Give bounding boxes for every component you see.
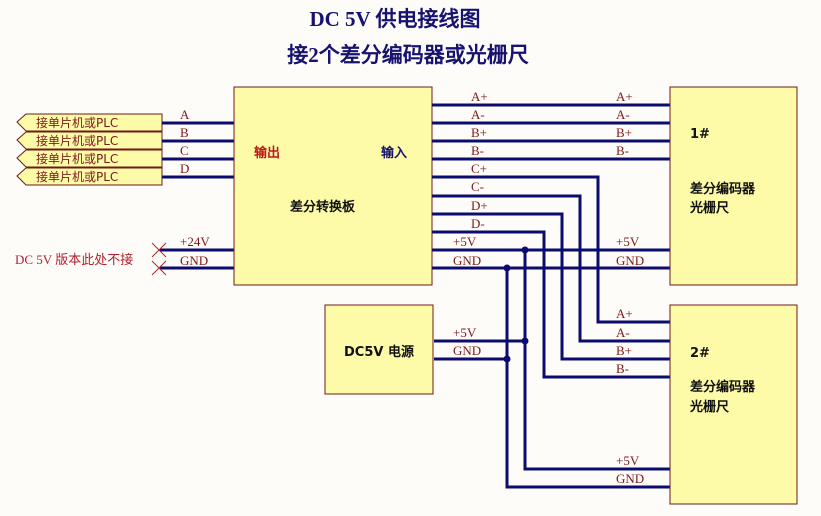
converter-box xyxy=(233,86,433,286)
conv-pin-c-minus: C- xyxy=(471,179,484,194)
conv-pin-gnd: GND xyxy=(453,253,481,268)
mcu-port-d: 接单片机或PLC xyxy=(16,167,163,186)
conv-pin-d-plus: D+ xyxy=(471,198,488,213)
psu-pin-5v: +5V xyxy=(453,325,477,340)
title-line-2: 接2个差分编码器或光栅尺 xyxy=(287,43,529,67)
enc1-pin-5v: +5V xyxy=(616,234,640,249)
unused-power-note: DC 5V 版本此处不接 xyxy=(15,252,133,267)
encoder-2-id: 2# xyxy=(690,346,710,361)
junctions xyxy=(503,246,529,363)
conv-pin-5v: +5V xyxy=(453,234,477,249)
junction-dot xyxy=(521,246,529,254)
output-label: 输出 xyxy=(254,145,280,161)
enc2-pin-5v: +5V xyxy=(616,453,640,468)
mcu-port-a: 接单片机或PLC xyxy=(16,113,163,132)
encoder-2: 2# 差分编码器 光栅尺 xyxy=(669,304,798,505)
port-label: 接单片机或PLC xyxy=(36,133,118,148)
conv-pin-b-plus: B+ xyxy=(471,125,487,140)
enc2-pin-gnd: GND xyxy=(616,471,644,486)
port-label: 接单片机或PLC xyxy=(36,169,118,184)
encoder-2-box xyxy=(669,304,798,505)
enc2-pin-b-plus: B+ xyxy=(616,343,632,358)
junction-dot xyxy=(503,264,511,272)
encoder-1: 1# 差分编码器 光栅尺 xyxy=(669,86,798,286)
encoder-1-id: 1# xyxy=(690,127,710,142)
conv-pin-b-minus: B- xyxy=(471,143,484,158)
enc2-pin-b-minus: B- xyxy=(616,361,629,376)
port-label: 接单片机或PLC xyxy=(36,115,118,130)
power-supply: DC5V 电源 xyxy=(324,304,434,395)
signal-label-a: A xyxy=(180,107,190,122)
power-supply-box xyxy=(324,304,434,395)
no-connect-icon xyxy=(151,242,167,258)
enc1-pin-b-plus: B+ xyxy=(616,125,632,140)
conv-pin-a-plus: A+ xyxy=(471,89,488,104)
signal-label-c: C xyxy=(180,143,189,158)
output-wires xyxy=(160,121,234,270)
converter-name: 差分转换板 xyxy=(290,199,356,215)
junction-dot xyxy=(503,355,511,363)
enc2-pin-a-minus: A- xyxy=(616,325,630,340)
wire-5v-enc2 xyxy=(523,250,670,471)
psu-pin-gnd: GND xyxy=(453,343,481,358)
power-supply-name: DC5V 电源 xyxy=(344,344,414,360)
junction-dot xyxy=(521,337,529,345)
encoder-1-box xyxy=(669,86,798,286)
input-label: 输入 xyxy=(381,145,407,161)
encoder-1-name-line2: 光栅尺 xyxy=(689,200,729,216)
enc1-pin-a-minus: A- xyxy=(616,107,630,122)
enc1-pin-b-minus: B- xyxy=(616,143,629,158)
pin-label-gnd: GND xyxy=(180,253,208,268)
encoder-2-name-line1: 差分编码器 xyxy=(690,379,756,395)
signal-label-d: D xyxy=(180,161,189,176)
conv-pin-a-minus: A- xyxy=(471,107,485,122)
input-wires xyxy=(432,103,670,489)
no-connect-marks xyxy=(151,242,167,276)
no-connect-icon xyxy=(151,260,167,276)
mcu-port-b: 接单片机或PLC xyxy=(16,131,163,150)
encoder-2-name-line2: 光栅尺 xyxy=(689,399,729,415)
title-line-1: DC 5V 供电接线图 xyxy=(309,7,480,31)
mcu-port-c: 接单片机或PLC xyxy=(16,149,163,168)
mcu-ports: 接单片机或PLC 接单片机或PLC 接单片机或PLC 接单片机或PLC xyxy=(16,113,163,186)
enc1-pin-a-plus: A+ xyxy=(616,89,633,104)
wire-d-plus-enc2 xyxy=(432,212,670,361)
encoder-1-name-line1: 差分编码器 xyxy=(690,181,756,197)
signal-label-b: B xyxy=(180,125,189,140)
converter-board: 输出 输入 差分转换板 xyxy=(233,86,433,286)
enc2-pin-a-plus: A+ xyxy=(616,306,633,321)
port-label: 接单片机或PLC xyxy=(36,151,118,166)
pin-label-24v: +24V xyxy=(180,234,210,249)
enc1-pin-gnd: GND xyxy=(616,253,644,268)
conv-pin-c-plus: C+ xyxy=(471,161,487,176)
wire-d-minus-enc2 xyxy=(432,230,670,379)
conv-pin-d-minus: D- xyxy=(471,216,485,231)
